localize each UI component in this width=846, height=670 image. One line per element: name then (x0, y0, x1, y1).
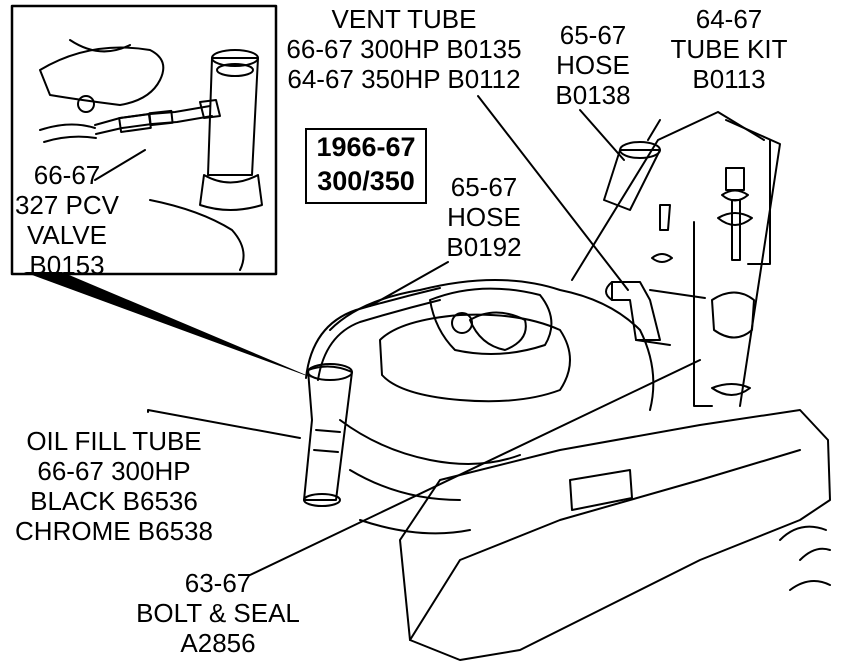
leader-bolt-seal (249, 359, 701, 576)
leader-pcv (94, 149, 146, 181)
manifold-fitting (451, 312, 473, 334)
tube-kit-bracket (747, 139, 771, 265)
inset-manifold (39, 46, 165, 106)
leader-tube-kit (571, 111, 765, 281)
label-bolt-seal: 63-67 BOLT & SEAL A2856 (136, 568, 300, 658)
vent-tube-bracket (611, 281, 661, 341)
year-range: 1966-67 (316, 132, 416, 162)
oil-fill-tube (303, 365, 353, 501)
tube-kit-seal (711, 383, 751, 396)
label-tube-kit: 64-67 TUBE KIT B0113 (670, 4, 788, 94)
label-hose-b0192: 65-67 HOSE B0192 (446, 172, 522, 262)
inset-oil-fill-tube (207, 57, 259, 176)
leader-hose-b0138 (579, 109, 625, 161)
inset-bolt (77, 95, 95, 113)
valve-cover-breather (569, 469, 633, 511)
tube-kit-bolt (725, 167, 745, 191)
hose-b0138 (603, 149, 661, 211)
label-vent-tube: VENT TUBE 66-67 300HP B0135 64-67 350HP … (286, 4, 522, 94)
label-hose-b0138: 65-67 HOSE B0138 (555, 20, 631, 110)
pcv-inset-box (10, 4, 278, 276)
inset-leader-wedge (24, 272, 318, 380)
year-engine-box: 1966-67 300/350 (305, 128, 427, 204)
label-pcv-valve: 66-67 327 PCV VALVE B0153 (14, 160, 120, 280)
leader-oil-fill (147, 409, 301, 439)
inset-pcv-valve (94, 105, 211, 126)
label-oil-fill-tube: OIL FILL TUBE 66-67 300HP BLACK B6536 CH… (15, 426, 213, 546)
hose-b0192 (317, 299, 441, 381)
engine-size: 300/350 (317, 166, 415, 196)
valve-cover (399, 409, 831, 661)
leader-vent-tube (477, 95, 629, 291)
leader-hose-b0192 (369, 261, 449, 307)
carb-base (379, 313, 571, 403)
tube-kit-fitting (711, 291, 755, 339)
